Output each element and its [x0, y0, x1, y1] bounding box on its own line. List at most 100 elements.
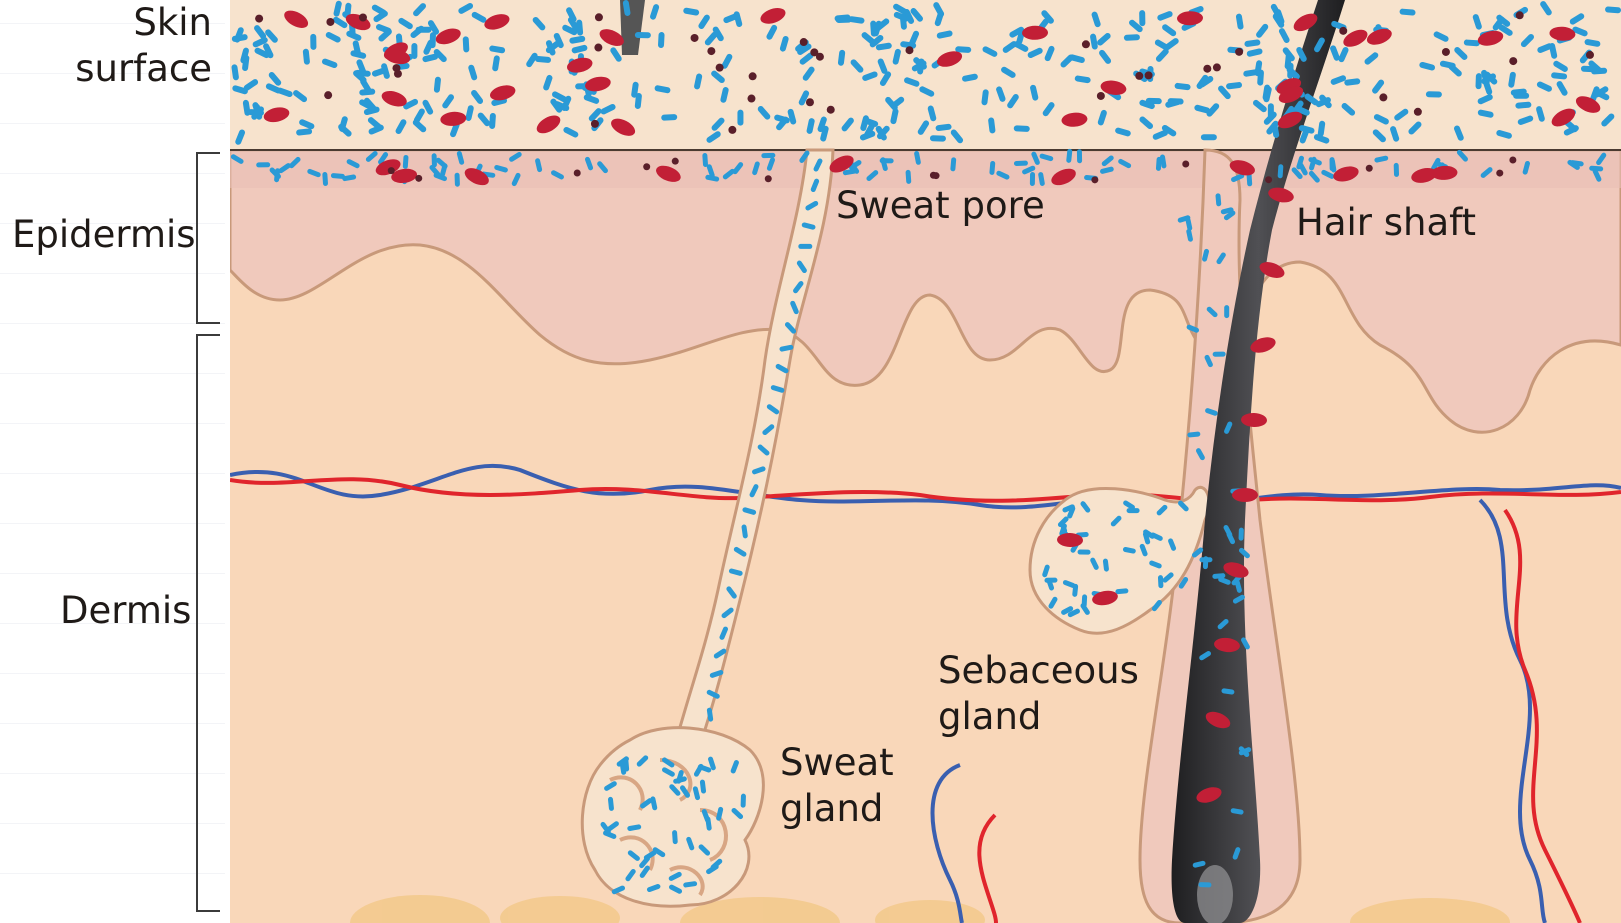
label-skin-surface-line2: surface [60, 46, 212, 92]
bacterium [1464, 39, 1480, 46]
label-epidermis: Epidermis [12, 212, 196, 258]
coccus [574, 170, 581, 177]
coccus [1496, 170, 1503, 177]
coccus [1509, 157, 1516, 164]
coccus [1091, 176, 1098, 183]
coccus [388, 167, 395, 174]
coccus [1182, 160, 1189, 167]
bacterium [905, 170, 911, 184]
bacterium [1581, 66, 1597, 73]
bacterium [672, 830, 678, 844]
bacterium [310, 34, 316, 50]
coccus [930, 172, 937, 179]
coccus [1097, 92, 1105, 100]
coccus [326, 18, 334, 26]
coccus [1516, 11, 1524, 19]
bacterium [880, 158, 894, 163]
bacterium [1394, 163, 1399, 177]
coccus [765, 175, 772, 182]
bacterium [1201, 134, 1217, 140]
bacterium [1426, 91, 1442, 97]
label-sweat-pore: Sweat pore [836, 183, 1045, 229]
coccus [1145, 71, 1153, 79]
bacterium [256, 162, 270, 167]
coccus [747, 95, 755, 103]
bacterium [1082, 594, 1088, 607]
coccus [728, 126, 736, 134]
coccus [595, 13, 603, 21]
bacterium [930, 135, 946, 142]
bacterium [1605, 6, 1621, 13]
label-sweat-gland-line1: Sweat [780, 740, 894, 786]
coccus [1082, 40, 1090, 48]
bacterium [737, 110, 743, 126]
coccus [800, 38, 808, 46]
label-skin-surface: Skin surface [60, 0, 212, 92]
bacterium [1278, 164, 1284, 178]
bacterium [322, 172, 328, 186]
bacterium [403, 155, 409, 169]
coccus [1203, 65, 1211, 73]
bacterium [411, 43, 417, 59]
label-dermis: Dermis [60, 588, 191, 634]
coccus [1339, 27, 1347, 35]
bacterium [635, 32, 651, 38]
dermis-bracket [196, 334, 220, 912]
coccus [255, 15, 263, 23]
bacterium [741, 794, 746, 808]
bacterium [658, 32, 665, 48]
coccus [394, 70, 402, 78]
coccus [594, 44, 602, 52]
hair-papilla [1197, 865, 1233, 923]
bacterium [1224, 305, 1229, 318]
label-sweat-gland-line2: gland [780, 786, 894, 832]
label-sebaceous-line2: gland [938, 694, 1139, 740]
coccus [359, 13, 367, 21]
bacterium-red [1232, 488, 1258, 502]
coccus [749, 72, 757, 80]
bacterium [1513, 93, 1529, 99]
bacterium [661, 114, 677, 121]
bacterium [1287, 63, 1294, 79]
label-sweat-gland: Sweat gland [780, 740, 894, 832]
coccus [1414, 108, 1422, 116]
coccus [643, 163, 650, 170]
coccus [1442, 48, 1450, 56]
bacterium [1238, 528, 1243, 541]
coccus [1135, 72, 1143, 80]
coccus [806, 98, 814, 106]
bacterium [1078, 549, 1091, 554]
coccus [1366, 165, 1373, 172]
coccus [707, 47, 715, 55]
coccus [1509, 57, 1517, 65]
bacterium [761, 153, 775, 158]
bacterium [1139, 10, 1145, 26]
bacterium [1014, 161, 1028, 166]
bacterium [1475, 73, 1482, 89]
coccus [1235, 48, 1243, 56]
label-skin-surface-line1: Skin [60, 0, 212, 46]
label-hair-shaft: Hair shaft [1296, 200, 1476, 246]
bacterium [454, 173, 459, 187]
coccus [716, 64, 724, 72]
coccus [591, 120, 599, 128]
coccus [827, 106, 835, 114]
bacterium [489, 113, 496, 129]
bacterium [798, 244, 812, 249]
bacterium [463, 36, 470, 52]
coccus [415, 175, 422, 182]
coccus [324, 91, 332, 99]
bacterium [1213, 352, 1226, 357]
bacterium [1124, 34, 1140, 41]
label-sebaceous-line1: Sebaceous [938, 648, 1139, 694]
epidermis-bracket [196, 152, 220, 324]
coccus [672, 158, 679, 165]
coccus [810, 48, 818, 56]
bacterium [702, 153, 708, 167]
coccus [1213, 63, 1221, 71]
bacterium [1158, 575, 1164, 588]
bacterium [1198, 882, 1211, 887]
label-sebaceous-gland: Sebaceous gland [938, 648, 1139, 740]
coccus [905, 46, 913, 54]
bacterium [1014, 125, 1030, 132]
